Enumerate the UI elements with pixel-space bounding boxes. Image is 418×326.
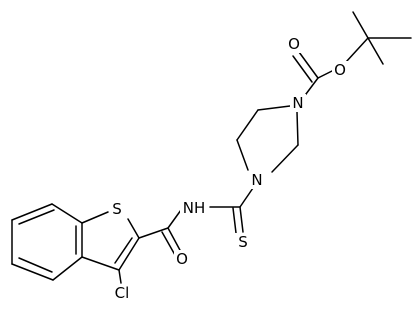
atom-nh-amide: NH	[180, 199, 208, 217]
bond	[114, 237, 133, 264]
bond	[11, 203, 53, 221]
atom-o-amide: O	[174, 250, 190, 268]
bond	[161, 231, 176, 256]
bond	[236, 139, 249, 171]
atom-label-s: S	[238, 233, 248, 251]
bond	[236, 109, 259, 141]
atom-label-cl: Cl	[115, 284, 130, 302]
bond	[345, 37, 369, 63]
bond	[298, 51, 319, 79]
bond	[352, 11, 369, 39]
atom-cl: Cl	[109, 284, 135, 302]
bond	[51, 203, 83, 224]
bond	[81, 256, 120, 271]
atom-label-n: N	[251, 171, 262, 189]
bond	[257, 105, 291, 111]
atom-n-piperazine-top: N	[290, 94, 306, 112]
atom-label-o: O	[176, 250, 188, 268]
bond	[271, 144, 299, 173]
atom-label-n: N	[292, 94, 303, 112]
bond	[11, 263, 54, 281]
bond	[292, 55, 313, 83]
atom-o-ester-boc: O	[332, 61, 348, 79]
bond	[52, 256, 83, 281]
bond-lines	[11, 11, 412, 284]
bond	[127, 218, 140, 239]
atom-label-o: O	[334, 61, 346, 79]
bond	[317, 69, 335, 79]
atom-label-nh: NH	[183, 199, 206, 217]
atom-s-thiophene: S	[109, 200, 125, 218]
atom-o-carbonyl-boc: O	[286, 35, 302, 53]
bond	[167, 209, 182, 229]
bond	[18, 209, 55, 225]
bond	[367, 37, 384, 65]
atom-labels: O O N N NH S S O	[109, 35, 348, 302]
bond	[232, 207, 237, 234]
atom-label-s: S	[112, 200, 122, 218]
bond	[138, 227, 169, 239]
atom-n-piperazine-bottom: N	[249, 171, 265, 189]
bond	[118, 237, 140, 271]
bond	[167, 227, 182, 253]
atom-s-thione: S	[235, 233, 251, 251]
bond	[81, 211, 109, 224]
atom-label-o: O	[288, 35, 300, 53]
bond	[239, 187, 254, 208]
bond	[296, 111, 299, 146]
bond	[118, 269, 122, 284]
bond	[18, 257, 53, 273]
bond	[239, 206, 244, 233]
